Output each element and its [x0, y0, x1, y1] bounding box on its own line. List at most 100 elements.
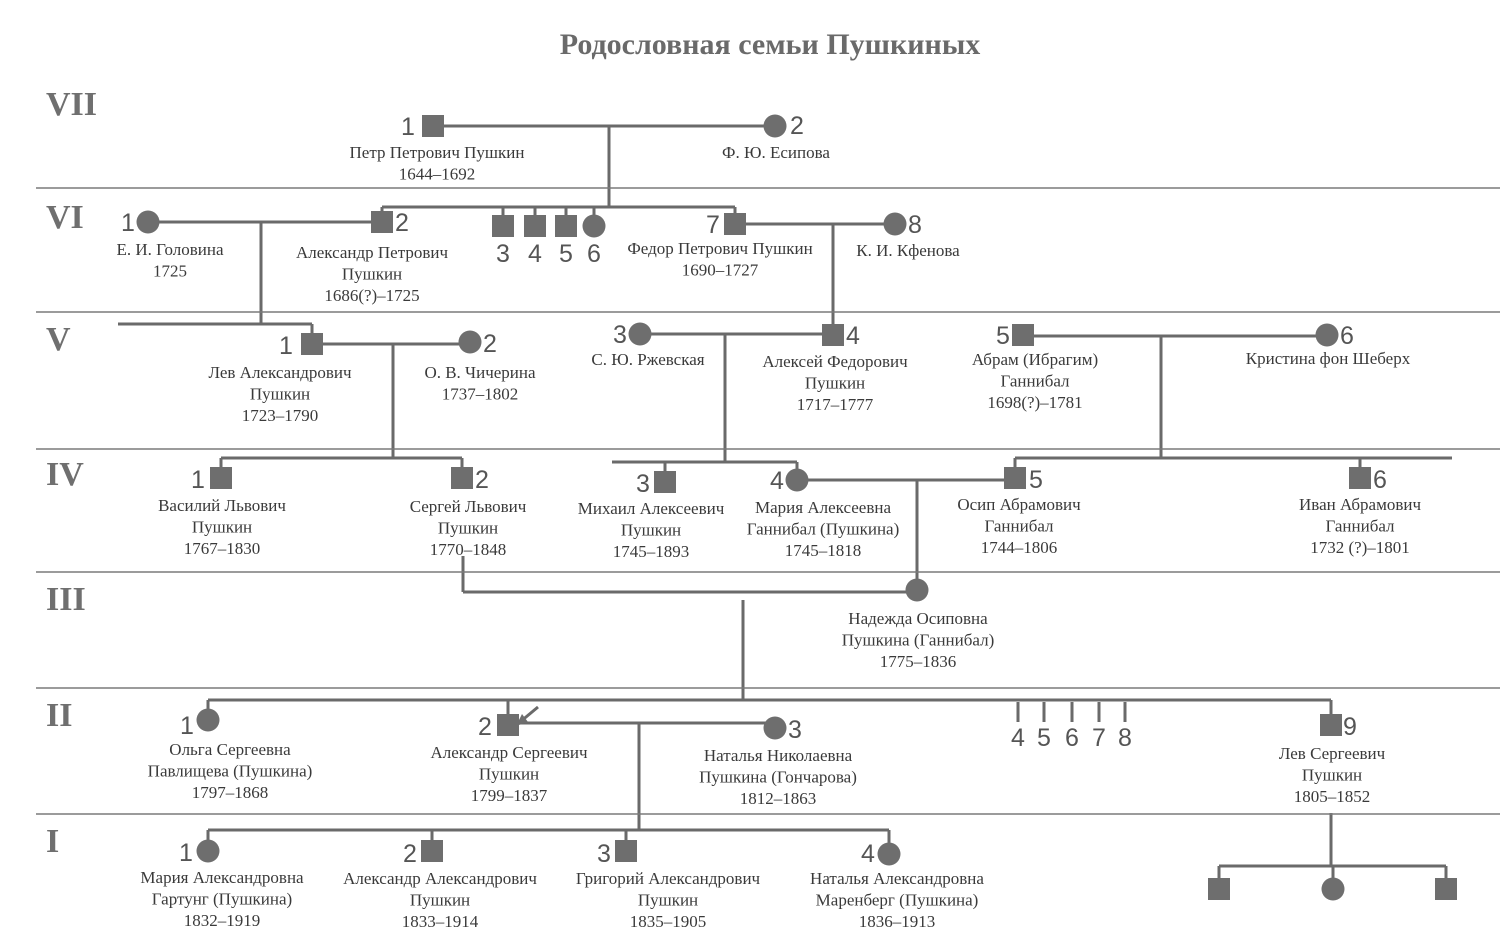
person-symbols — [136, 114, 1457, 901]
person-label-line: 1686(?)–1725 — [324, 286, 419, 305]
person-label-line: Александр Сергеевич — [430, 743, 587, 762]
female-symbol — [196, 708, 220, 732]
female-symbol — [136, 210, 160, 234]
person-label-line: Василий Львович — [158, 496, 286, 515]
generation-label-7: I — [46, 823, 59, 860]
person-label-line: Пушкин — [438, 519, 498, 538]
person-label-line: 1698(?)–1781 — [987, 393, 1082, 412]
person-label-line: 1805–1852 — [1294, 787, 1371, 806]
person-number: 5 — [559, 240, 573, 268]
person-label-line: 1717–1777 — [797, 395, 874, 414]
person-label-line: Пушкин — [638, 891, 698, 910]
male-symbol — [724, 213, 746, 235]
person-number: 2 — [483, 330, 497, 358]
male-symbol — [421, 840, 443, 862]
person-number: 5 — [1037, 724, 1051, 752]
person-label-line: 1744–1806 — [981, 538, 1058, 557]
person-number: 4 — [846, 322, 860, 350]
person-number: 5 — [1029, 466, 1043, 494]
person-number: 1 — [179, 839, 193, 867]
person-label-line: 1723–1790 — [242, 406, 319, 425]
generation-label-4: IV — [46, 456, 84, 493]
person-number: 7 — [706, 211, 720, 239]
male-symbol — [210, 467, 232, 489]
person-number: 3 — [788, 716, 802, 744]
person-number: 3 — [636, 470, 650, 498]
person-number: 8 — [908, 211, 922, 239]
male-symbol — [301, 333, 323, 355]
male-symbol — [524, 215, 546, 237]
generation-label-2: VI — [46, 199, 84, 236]
female-symbol — [628, 322, 652, 346]
person-label-line: 1737–1802 — [442, 385, 519, 404]
generation-label-3: V — [46, 321, 71, 358]
person-label-line: Федор Петрович Пушкин — [627, 239, 812, 258]
generation-label-5: III — [46, 581, 86, 618]
person-number: 9 — [1343, 713, 1357, 741]
person-label-line: Ганнибал — [1325, 517, 1395, 536]
male-symbol — [654, 471, 676, 493]
person-label-line: Наталья Александровна — [810, 869, 984, 888]
person-number: 2 — [475, 466, 489, 494]
male-symbol — [371, 211, 393, 233]
diagram-title: Родословная семьи Пушкиных — [560, 28, 981, 61]
person-number: 3 — [613, 321, 627, 349]
person-label-line: Алексей Федорович — [762, 352, 908, 371]
person-label-line: Ганнибал — [984, 517, 1054, 536]
person-label-line: 1812–1863 — [740, 789, 817, 808]
person-number: 6 — [1065, 724, 1079, 752]
person-label-line: Пушкин — [805, 374, 865, 393]
person-number: 6 — [1340, 322, 1354, 350]
person-label-line: О. В. Чичерина — [424, 363, 536, 382]
person-label-line: Пушкин — [621, 521, 681, 540]
person-number: 3 — [597, 840, 611, 868]
person-label-line: 1745–1818 — [785, 541, 862, 560]
generation-label-6: II — [46, 697, 72, 734]
person-label-line: Михаил Алексеевич — [578, 499, 725, 518]
female-symbol — [763, 114, 787, 138]
person-label-line: Петр Петрович Пушкин — [350, 143, 525, 162]
male-symbol — [422, 115, 444, 137]
person-label-line: Наталья Николаевна — [704, 746, 853, 765]
person-label-line: Гартунг (Пушкина) — [152, 890, 292, 909]
person-label-line: Григорий Александрович — [576, 869, 761, 888]
person-label-line: 1797–1868 — [192, 783, 269, 802]
person-number: 4 — [528, 240, 542, 268]
person-label-line: 1770–1848 — [430, 540, 507, 559]
person-label-line: Мария Александровна — [140, 868, 304, 887]
male-symbol — [1208, 878, 1230, 900]
male-symbol — [615, 840, 637, 862]
person-label-line: Е. И. Головина — [116, 240, 223, 259]
person-number: 2 — [403, 840, 417, 868]
person-label-line: Пушкин — [410, 891, 470, 910]
person-label-line: Пушкин — [1302, 766, 1362, 785]
person-label-line: 1799–1837 — [471, 786, 548, 805]
male-symbol — [822, 324, 844, 346]
person-label-line: 1836–1913 — [859, 912, 936, 931]
male-symbol — [555, 215, 577, 237]
person-number: 4 — [770, 467, 784, 495]
person-number: 5 — [996, 322, 1010, 350]
person-number: 2 — [395, 209, 409, 237]
person-label-line: Ф. Ю. Есипова — [722, 143, 830, 162]
male-symbol — [1004, 467, 1026, 489]
person-number: 4 — [1011, 724, 1025, 752]
male-symbol — [451, 467, 473, 489]
person-label-line: Александр Александрович — [343, 869, 537, 888]
person-label-line: Надежда Осиповна — [848, 609, 988, 628]
person-label-line: Иван Абрамович — [1299, 495, 1421, 514]
person-label-line: С. Ю. Ржевская — [591, 350, 704, 369]
person-label-line: Лев Александрович — [208, 363, 352, 382]
female-symbol — [582, 214, 606, 238]
person-label-line: Ольга Сергеевна — [169, 740, 291, 759]
person-label-line: 1767–1830 — [184, 539, 261, 558]
female-symbol — [905, 578, 929, 602]
person-number: 1 — [191, 466, 205, 494]
female-symbol — [763, 716, 787, 740]
person-label-line: 1835–1905 — [630, 912, 707, 931]
person-label-line: Пушкин — [479, 765, 539, 784]
person-number: 3 — [496, 240, 510, 268]
person-number: 1 — [180, 712, 194, 740]
